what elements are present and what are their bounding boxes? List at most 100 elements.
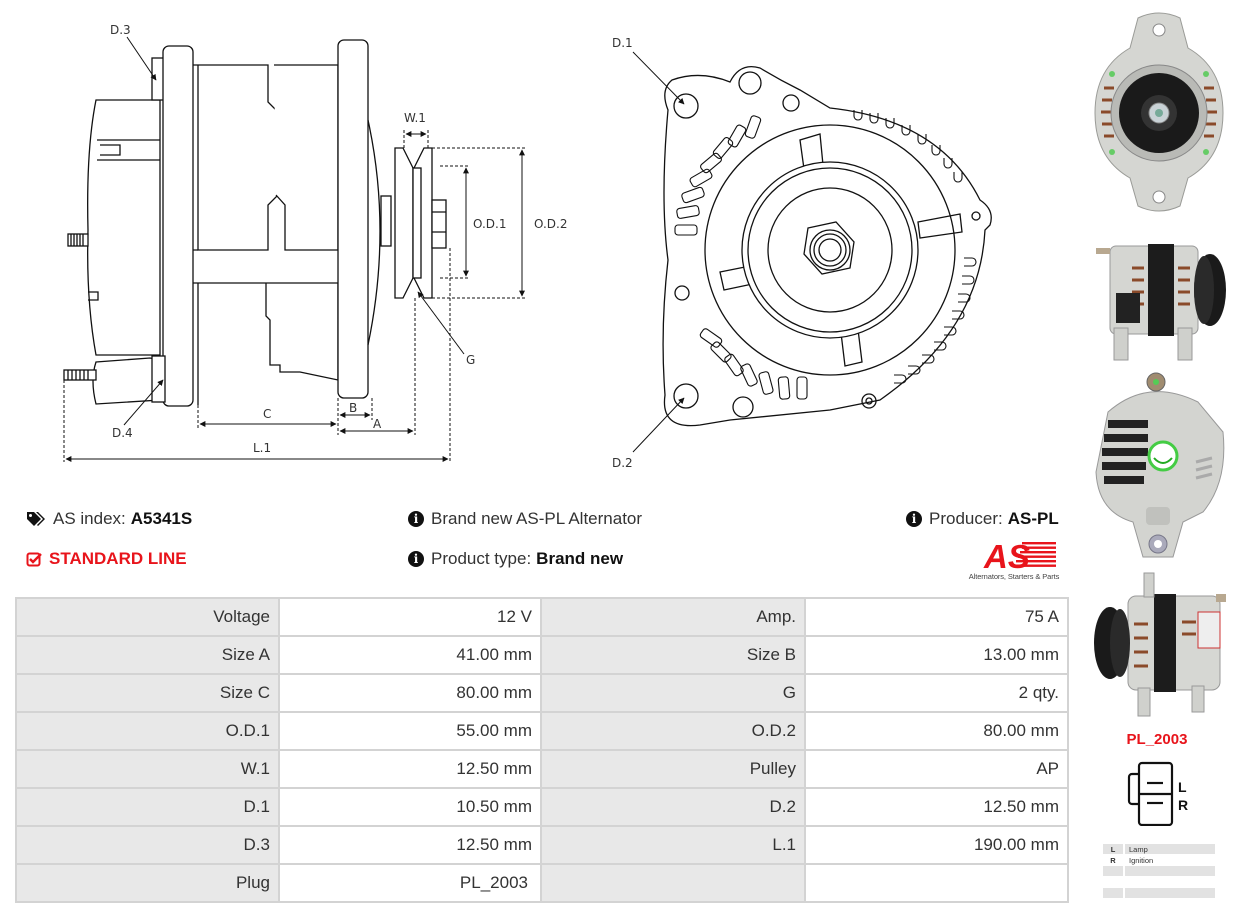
spec-value: 2 qty. — [804, 673, 1069, 713]
as-logo-mark: AS — [983, 538, 1056, 575]
product-type-label: Product type: — [431, 549, 532, 568]
alternator-side-photo[interactable] — [1088, 228, 1230, 363]
pin-code — [1103, 866, 1125, 876]
pin-row — [1103, 877, 1215, 887]
pin-label-r: R — [1178, 797, 1188, 813]
pin-code — [1103, 888, 1125, 898]
table-row: Size C 80.00 mm G 2 qty. — [15, 673, 1069, 713]
pin-name — [1125, 877, 1215, 887]
label-c: C — [263, 407, 271, 421]
spec-value: 13.00 mm — [804, 635, 1069, 675]
info-circle-icon: i — [408, 511, 424, 527]
spec-label: Size A — [15, 635, 280, 675]
label-d4: D.4 — [112, 426, 133, 440]
info-circle-icon: i — [906, 511, 922, 527]
spec-value: 12.50 mm — [278, 825, 542, 865]
pin-row — [1103, 866, 1215, 876]
table-row: Size A 41.00 mm Size B 13.00 mm — [15, 635, 1069, 675]
product-type-value: Brand new — [536, 549, 624, 568]
alternator-side-pulley-photo[interactable] — [1088, 568, 1230, 718]
table-row: W.1 12.50 mm Pulley AP — [15, 749, 1069, 789]
pin-code: R — [1103, 855, 1125, 865]
pin-name: Ignition — [1125, 855, 1215, 865]
spec-label: D.3 — [15, 825, 280, 865]
spec-label: O.D.1 — [15, 711, 280, 751]
pin-code: L — [1103, 844, 1125, 854]
label-d2: D.2 — [612, 456, 633, 470]
description-text: Brand new AS-PL Alternator — [431, 509, 643, 528]
pin-label-l: L — [1178, 779, 1187, 795]
label-l1: L.1 — [253, 441, 271, 455]
spec-label: Pulley — [540, 749, 806, 789]
spec-label: Voltage — [15, 597, 280, 637]
pin-name: Lamp — [1125, 844, 1215, 854]
table-row: O.D.1 55.00 mm O.D.2 80.00 mm — [15, 711, 1069, 751]
pin-code — [1103, 877, 1125, 887]
as-logo-tagline: Alternators, Starters & Parts — [968, 572, 1060, 581]
plug-title: PL_2003 — [1126, 731, 1188, 748]
pin-row — [1103, 888, 1215, 898]
product-type-row: i Product type: Brand new — [408, 549, 623, 569]
table-row: D.3 12.50 mm L.1 190.00 mm — [15, 825, 1069, 865]
spec-value: AP — [804, 749, 1069, 789]
spec-value: PL_2003 — [278, 863, 542, 903]
spec-value: 41.00 mm — [278, 635, 542, 675]
spec-label: G — [540, 673, 806, 713]
side-view-drawing: D.3 D.4 W.1 O.D.1 O.D.2 G C B A L.1 — [63, 23, 567, 462]
as-logo-text: AS — [983, 538, 1030, 572]
table-row: D.1 10.50 mm D.2 12.50 mm — [15, 787, 1069, 827]
spec-value: 12 V — [278, 597, 542, 637]
label-w1: W.1 — [404, 111, 426, 125]
spec-value: 12.50 mm — [804, 787, 1069, 827]
table-row: Plug PL_2003 — [15, 863, 1069, 903]
label-d3: D.3 — [110, 23, 131, 37]
spec-label: L.1 — [540, 825, 806, 865]
spec-value: 80.00 mm — [804, 711, 1069, 751]
producer-label: Producer: — [929, 509, 1003, 528]
pin-name — [1125, 888, 1215, 898]
spec-value: 10.50 mm — [278, 787, 542, 827]
table-row: Voltage 12 V Amp. 75 A — [15, 597, 1069, 637]
info-circle-icon: i — [408, 551, 424, 567]
label-d1: D.1 — [612, 36, 633, 50]
spec-value: 12.50 mm — [278, 749, 542, 789]
as-index-label: AS index: — [53, 509, 126, 528]
spec-value: 75 A — [804, 597, 1069, 637]
pin-table: L Lamp R Ignition — [1103, 843, 1215, 899]
plug-connector-icon: L R — [1127, 761, 1188, 826]
pin-row: L Lamp — [1103, 844, 1215, 854]
spec-label: O.D.2 — [540, 711, 806, 751]
label-od2: O.D.2 — [534, 217, 567, 231]
front-view-drawing: D.1 D.2 — [612, 36, 992, 470]
spec-table: Voltage 12 V Amp. 75 A Size A 41.00 mm S… — [15, 597, 1069, 903]
spec-label: D.2 — [540, 787, 806, 827]
label-a: A — [373, 417, 382, 431]
label-g: G — [466, 353, 475, 367]
spec-value — [804, 863, 1069, 903]
tags-icon — [26, 511, 46, 527]
spec-value: 80.00 mm — [278, 673, 542, 713]
label-b: B — [349, 401, 357, 415]
producer-value: AS-PL — [1007, 509, 1059, 528]
as-index-value: A5341S — [130, 509, 193, 528]
spec-value: 190.00 mm — [804, 825, 1069, 865]
producer-row: i Producer: AS-PL — [906, 509, 1059, 529]
spec-label: Size C — [15, 673, 280, 713]
pin-row: R Ignition — [1103, 855, 1215, 865]
spec-label: D.1 — [15, 787, 280, 827]
spec-label: Size B — [540, 635, 806, 675]
as-logo: AS Alternators, Starters & Parts — [958, 538, 1070, 584]
as-index-row: AS index: A5341S — [26, 509, 192, 529]
standard-line-row: STANDARD LINE — [26, 549, 187, 569]
spec-label: Amp. — [540, 597, 806, 637]
alternator-front-photo[interactable] — [1088, 8, 1230, 213]
pin-name — [1125, 866, 1215, 876]
spec-value: 55.00 mm — [278, 711, 542, 751]
spec-label: W.1 — [15, 749, 280, 789]
description-row: i Brand new AS-PL Alternator — [408, 509, 642, 529]
label-od1: O.D.1 — [473, 217, 506, 231]
standard-line-label: STANDARD LINE — [49, 549, 187, 568]
alternator-rear-photo[interactable] — [1088, 372, 1230, 562]
check-square-icon — [26, 551, 42, 567]
spec-label — [540, 863, 806, 903]
